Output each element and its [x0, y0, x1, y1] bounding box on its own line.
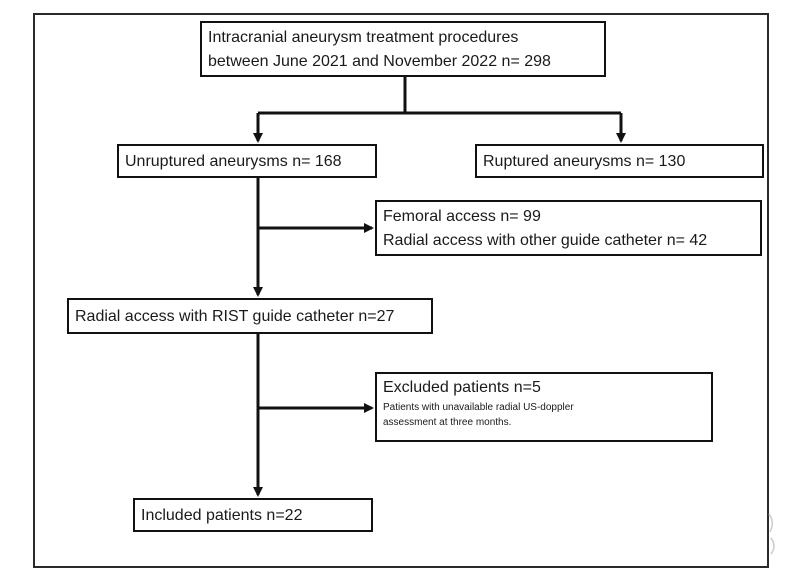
- total-procedures-line2: between June 2021 and November 2022 n= 2…: [208, 53, 551, 70]
- excluded-patients-note-line2: assessment at three months.: [383, 417, 512, 428]
- excluded-patients-box: Excluded patients n=5 Patients with unav…: [375, 372, 713, 442]
- total-procedures-line1: Intracranial aneurysm treatment procedur…: [208, 29, 519, 46]
- unruptured-aneurysms-box: Unruptured aneurysms n= 168: [117, 144, 377, 178]
- scan-artifact-marks: [768, 513, 775, 555]
- unruptured-aneurysms-label: Unruptured aneurysms n= 168: [125, 153, 342, 170]
- ruptured-aneurysms-label: Ruptured aneurysms n= 130: [483, 153, 686, 170]
- excluded-patients-title: Excluded patients n=5: [383, 379, 541, 396]
- other-guide-catheter-label: Radial access with other guide catheter …: [383, 232, 708, 249]
- femoral-access-label: Femoral access n= 99: [383, 208, 541, 225]
- included-patients-box: Included patients n=22: [133, 498, 373, 532]
- excluded-patients-note-line1: Patients with unavailable radial US-dopp…: [383, 402, 574, 413]
- total-procedures-box: Intracranial aneurysm treatment procedur…: [200, 21, 606, 77]
- figure-frame: [33, 13, 769, 568]
- rist-catheter-label: Radial access with RIST guide catheter n…: [75, 308, 395, 325]
- rist-catheter-box: Radial access with RIST guide catheter n…: [67, 298, 433, 334]
- ruptured-aneurysms-box: Ruptured aneurysms n= 130: [475, 144, 764, 178]
- included-patients-label: Included patients n=22: [141, 507, 303, 524]
- excluded-access-box: Femoral access n= 99 Radial access with …: [375, 200, 762, 256]
